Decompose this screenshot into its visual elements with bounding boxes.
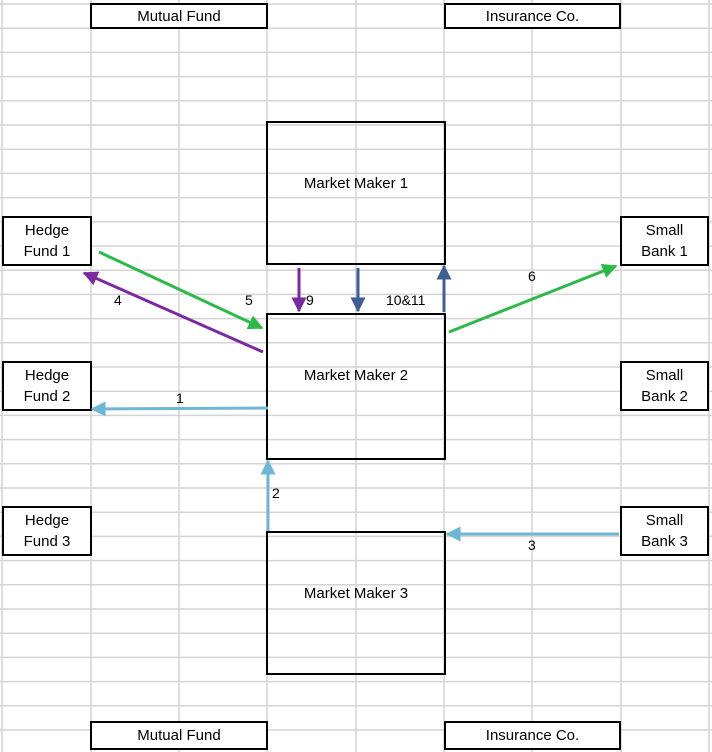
- mutual-fund-top-box: Mutual Fund: [90, 3, 268, 29]
- flow-label-1: 1: [176, 390, 184, 406]
- small-bank-1-line2: Bank 1: [641, 243, 688, 260]
- mutual-fund-bottom-box: Mutual Fund: [90, 721, 268, 750]
- small-bank-2-line2: Bank 2: [641, 388, 688, 405]
- market-maker-3-label: Market Maker 3: [303, 585, 409, 602]
- flow-label-6: 6: [528, 268, 536, 284]
- hedge-fund-3-line1: Hedge: [24, 512, 70, 529]
- insurance-bottom-box: Insurance Co.: [444, 721, 621, 750]
- flow-label-5: 5: [245, 292, 253, 308]
- hedge-fund-3-line2: Fund 3: [23, 533, 71, 550]
- market-maker-3-box: Market Maker 3: [266, 531, 446, 675]
- flow-label-3: 3: [528, 537, 536, 553]
- small-bank-1-line1: Small: [645, 222, 684, 239]
- mutual-fund-top-label: Mutual Fund: [137, 7, 221, 25]
- mutual-fund-bottom-label: Mutual Fund: [137, 727, 221, 744]
- hedge-fund-3-box: Hedge Fund 3: [2, 506, 92, 556]
- insurance-top-label: Insurance Co.: [485, 7, 580, 25]
- hedge-fund-2-line2: Fund 2: [23, 388, 71, 405]
- hedge-fund-2-line1: Hedge: [24, 367, 70, 384]
- small-bank-2-line1: Small: [645, 367, 684, 384]
- insurance-bottom-label: Insurance Co.: [485, 727, 580, 744]
- hedge-fund-1-line2: Fund 1: [23, 243, 71, 260]
- small-bank-3-line1: Small: [645, 512, 684, 529]
- market-maker-1-box: Market Maker 1: [266, 121, 446, 265]
- insurance-top-box: Insurance Co.: [444, 3, 621, 29]
- market-maker-2-box: Market Maker 2: [266, 313, 446, 460]
- hedge-fund-1-box: Hedge Fund 1: [2, 216, 92, 266]
- flow-label-2: 2: [272, 485, 280, 501]
- small-bank-2-box: Small Bank 2: [620, 361, 709, 411]
- flow-label-10-11: 10&11: [386, 292, 426, 308]
- hedge-fund-2-box: Hedge Fund 2: [2, 361, 92, 411]
- small-bank-1-box: Small Bank 1: [620, 216, 709, 266]
- small-bank-3-box: Small Bank 3: [620, 506, 709, 556]
- flow-label-9: 9: [306, 292, 314, 308]
- small-bank-3-line2: Bank 3: [641, 533, 688, 550]
- flow-label-4: 4: [114, 292, 122, 308]
- market-maker-2-label: Market Maker 2: [303, 367, 409, 384]
- hedge-fund-1-line1: Hedge: [24, 222, 70, 239]
- market-maker-1-label: Market Maker 1: [303, 175, 409, 192]
